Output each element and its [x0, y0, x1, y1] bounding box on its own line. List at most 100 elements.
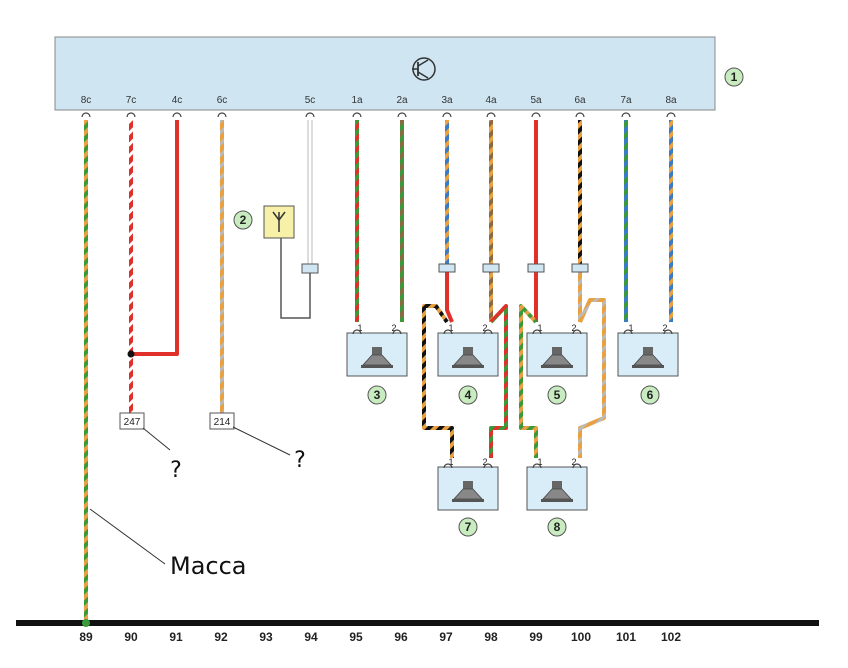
pin-label-2a: 2a	[396, 95, 408, 106]
speaker-terminal	[532, 329, 542, 335]
pin-terminal	[621, 112, 631, 118]
callout-7-label: 7	[465, 520, 472, 534]
speaker-pin1-label: 1	[537, 323, 542, 333]
connector-247-question: ?	[170, 458, 182, 483]
connector-247-label: 247	[124, 417, 141, 428]
callout-2-label: 2	[240, 213, 247, 227]
speaker-pin2-label: 2	[662, 323, 667, 333]
bus-number-99: 99	[529, 630, 543, 644]
antenna: 2	[233, 205, 319, 319]
speaker-terminal	[532, 463, 542, 469]
bus-number-95: 95	[349, 630, 363, 644]
speaker-terminal	[392, 329, 402, 335]
bus-number-90: 90	[124, 630, 138, 644]
speaker-terminal	[623, 329, 633, 335]
speaker-icon	[632, 347, 664, 368]
pin-label-7c: 7c	[126, 95, 137, 106]
speaker-pin2-label: 2	[571, 457, 576, 467]
speaker-pin2-label: 2	[482, 323, 487, 333]
bus-number-101: 101	[616, 630, 636, 644]
pin-terminal	[126, 112, 136, 118]
callout-6: 6	[640, 385, 660, 405]
bus-number-96: 96	[394, 630, 408, 644]
callout-4: 4	[458, 385, 478, 405]
inline-connector	[482, 263, 500, 273]
transistor-icon	[412, 57, 436, 81]
speaker-terminal	[352, 329, 362, 335]
speaker-6: 1 2 6	[617, 323, 679, 405]
pin-terminal	[81, 112, 91, 118]
speaker-pin2-label: 2	[391, 323, 396, 333]
pin-terminal	[172, 112, 182, 118]
speaker-pin2-label: 2	[571, 323, 576, 333]
pin-label-3a: 3a	[441, 95, 453, 106]
pin-terminal	[486, 112, 496, 118]
callout-7: 7	[458, 517, 478, 537]
speaker-terminal	[572, 463, 582, 469]
ground-annotation: Масса	[89, 508, 247, 580]
pin-label-8c: 8c	[81, 95, 92, 106]
connector-214-question: ?	[294, 448, 306, 473]
antenna-connector	[301, 263, 319, 274]
pin-label-6c: 6c	[217, 95, 228, 106]
bus-number-89: 89	[79, 630, 93, 644]
callout-6-label: 6	[647, 388, 654, 402]
speaker-pin2-label: 2	[482, 457, 487, 467]
callout-3-label: 3	[374, 388, 381, 402]
wire-4c	[131, 120, 179, 356]
speaker-terminal	[483, 329, 493, 335]
bus-number-102: 102	[661, 630, 681, 644]
bus-number-91: 91	[169, 630, 183, 644]
speaker-icon	[541, 481, 573, 502]
ground-label: Масса	[170, 552, 247, 580]
connector-214-label: 214	[214, 417, 231, 428]
speaker-terminal	[483, 463, 493, 469]
wire-sp8-pin1	[519, 304, 538, 458]
speaker-icon	[361, 347, 393, 368]
inline-connector	[571, 263, 589, 273]
speaker-terminal	[443, 329, 453, 335]
speaker-icon	[452, 347, 484, 368]
inline-connector	[527, 263, 545, 273]
pin-terminal	[575, 112, 585, 118]
callout-1: 1	[724, 67, 744, 87]
speaker-8: 1 2 8	[526, 457, 588, 537]
pin-terminal	[531, 112, 541, 118]
callout-8: 8	[547, 517, 567, 537]
speaker-icon	[541, 347, 573, 368]
inline-connector	[438, 263, 456, 273]
pin-label-6a: 6a	[574, 95, 586, 106]
pin-label-4a: 4a	[485, 95, 497, 106]
speaker-pin1-label: 1	[357, 323, 362, 333]
pin-terminal	[352, 112, 362, 118]
wire-3a-speaker	[445, 272, 454, 323]
wires	[84, 120, 673, 622]
bus-number-98: 98	[484, 630, 498, 644]
connector-214: 214 ?	[209, 412, 306, 473]
speaker-pin1-label: 1	[628, 323, 633, 333]
speaker-terminal	[443, 463, 453, 469]
speaker-7: 1 2 7	[437, 457, 499, 537]
pin-terminal	[442, 112, 452, 118]
bus-number-94: 94	[304, 630, 318, 644]
bus-number-93: 93	[259, 630, 273, 644]
bus-number-92: 92	[214, 630, 228, 644]
speaker-pin1-label: 1	[448, 457, 453, 467]
speaker-pin1-label: 1	[537, 457, 542, 467]
callout-8-label: 8	[554, 520, 561, 534]
pin-label-4c: 4c	[172, 95, 183, 106]
wire-sp7-pin2	[489, 304, 508, 458]
antenna-icon	[272, 211, 286, 232]
pin-label-5c: 5c	[305, 95, 316, 106]
pin-terminal	[305, 112, 315, 118]
pin-terminal	[397, 112, 407, 118]
wire-sp7-pin1	[422, 304, 454, 458]
pin-label-8a: 8a	[665, 95, 677, 106]
junction-dot	[127, 350, 135, 358]
